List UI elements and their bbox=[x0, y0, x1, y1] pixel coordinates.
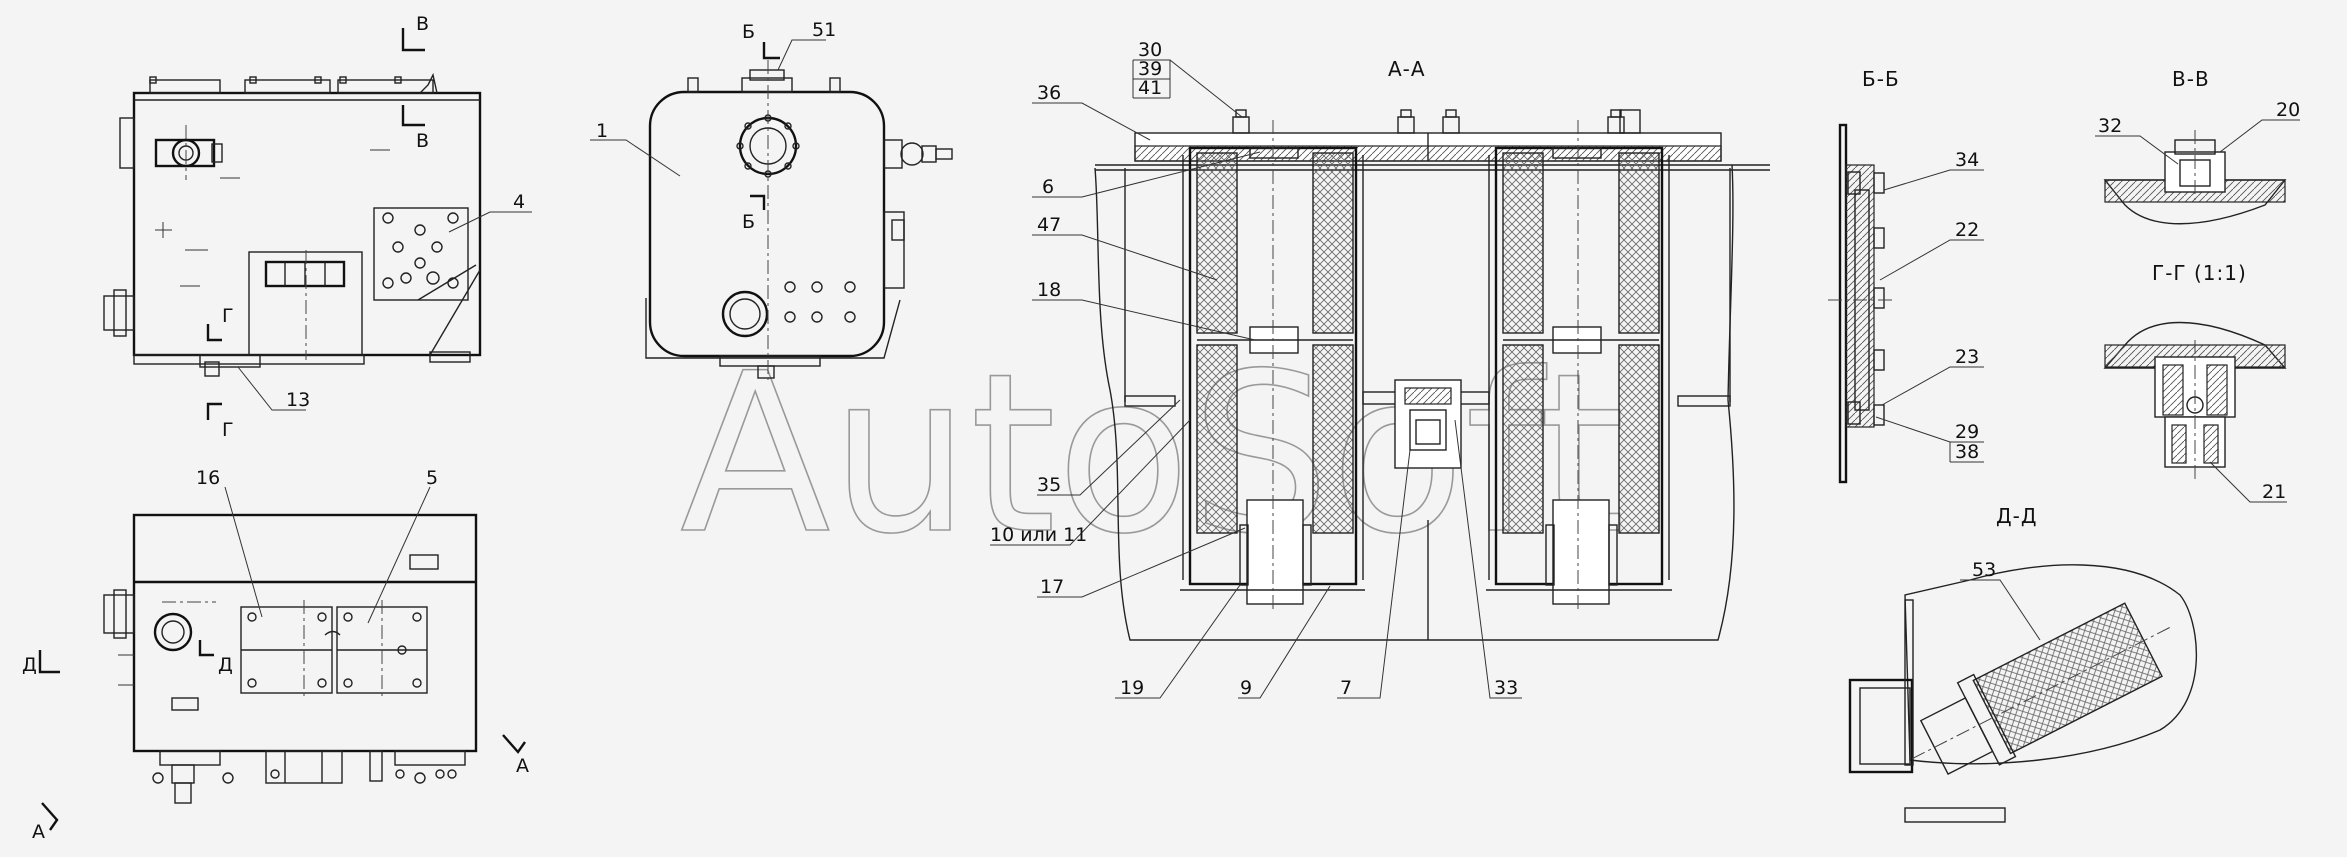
callout-36: 36 bbox=[1037, 82, 1061, 104]
leader-lines bbox=[224, 39, 2300, 699]
callout-5: 5 bbox=[426, 467, 438, 489]
section-label-gg: Г-Г (1:1) bbox=[2152, 261, 2247, 285]
callout-41: 41 bbox=[1138, 77, 1162, 99]
tank-side-view bbox=[103, 72, 482, 377]
section-label-dd: Д-Д bbox=[1996, 504, 2037, 528]
callout-51: 51 bbox=[812, 19, 836, 41]
callout-20: 20 bbox=[2276, 99, 2300, 121]
callout-34: 34 bbox=[1955, 149, 1979, 171]
cut-mark-g-top: Г bbox=[222, 305, 234, 327]
cut-mark-lines bbox=[38, 28, 780, 831]
cut-mark-d-left: Д bbox=[22, 654, 37, 676]
callout-10-or-11: 10 или 11 bbox=[990, 524, 1087, 546]
tank-plan-view bbox=[103, 513, 478, 804]
section-vv bbox=[2103, 130, 2287, 225]
callout-22: 22 bbox=[1955, 219, 1979, 241]
section-dd bbox=[1848, 564, 2197, 823]
cut-mark-a-left: А bbox=[32, 821, 45, 843]
callout-19: 19 bbox=[1120, 677, 1144, 699]
section-bb bbox=[1828, 123, 1895, 484]
section-label-aa: А-А bbox=[1388, 57, 1426, 81]
callout-30: 30 bbox=[1138, 39, 1162, 61]
callout-23: 23 bbox=[1955, 346, 1979, 368]
callout-9: 9 bbox=[1240, 677, 1252, 699]
callout-47: 47 bbox=[1037, 214, 1061, 236]
tank-front-view bbox=[645, 60, 953, 380]
cut-mark-g-bottom: Г bbox=[222, 419, 234, 441]
cut-mark-v-top: В bbox=[416, 13, 429, 35]
section-label-vv: В-В bbox=[2172, 67, 2210, 91]
callout-1: 1 bbox=[596, 120, 608, 142]
callout-6: 6 bbox=[1042, 176, 1054, 198]
callout-29: 29 bbox=[1955, 421, 1979, 443]
callout-39: 39 bbox=[1138, 58, 1162, 80]
callout-17: 17 bbox=[1040, 576, 1064, 598]
callout-16: 16 bbox=[196, 467, 220, 489]
section-aa bbox=[1094, 109, 1770, 641]
cut-mark-b-bottom: Б bbox=[742, 211, 755, 233]
callout-7: 7 bbox=[1340, 677, 1352, 699]
callout-33: 33 bbox=[1494, 677, 1518, 699]
cut-mark-d-right: Д bbox=[218, 654, 233, 676]
callout-35: 35 bbox=[1037, 474, 1061, 496]
callout-18: 18 bbox=[1037, 279, 1061, 301]
watermark: AutoSoft bbox=[680, 326, 1625, 582]
callout-32: 32 bbox=[2098, 115, 2122, 137]
callout-13: 13 bbox=[286, 389, 310, 411]
cut-mark-b-top: Б bbox=[742, 21, 755, 43]
callout-4: 4 bbox=[513, 191, 525, 213]
callout-53: 53 bbox=[1972, 559, 1996, 581]
callout-38: 38 bbox=[1955, 441, 1979, 463]
cut-mark-a-right: А bbox=[516, 755, 529, 777]
callout-21: 21 bbox=[2262, 481, 2286, 503]
section-label-bb: Б-Б bbox=[1862, 67, 1900, 91]
cut-mark-v-bottom: В bbox=[416, 130, 429, 152]
section-gg bbox=[2103, 321, 2287, 480]
